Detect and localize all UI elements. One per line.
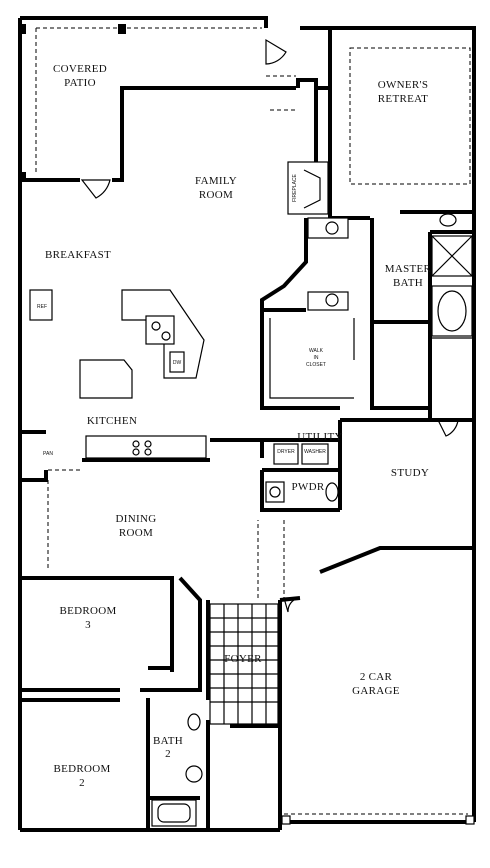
master-vanity	[307, 217, 349, 311]
washer-dryer	[273, 443, 329, 465]
bath2-tub	[151, 799, 197, 827]
refrigerator	[29, 289, 53, 321]
bath2-label-2: 2	[165, 748, 171, 760]
bedroom3-label-2: 3	[85, 619, 91, 631]
master-bath-label-2: BATH	[393, 277, 423, 289]
covered-patio-label-2: PATIO	[64, 77, 96, 89]
breakfast-table	[79, 359, 133, 399]
dryer-label: DRYER	[277, 449, 295, 455]
study-label: STUDY	[391, 467, 429, 479]
walk-in-closet-label-3: CLOSET	[306, 362, 326, 368]
pwdr-label: PWDR	[292, 481, 325, 493]
fireplace-label: FIREPLACE	[292, 173, 298, 201]
dining-room-label-2: ROOM	[119, 527, 153, 539]
bath2-fixtures	[185, 713, 203, 783]
patio-columns	[18, 24, 126, 182]
owners-retreat-label-2: RETREAT	[378, 93, 428, 105]
fireplace	[287, 161, 329, 215]
master-tub	[431, 285, 473, 337]
bedroom2-label-2: 2	[79, 777, 85, 789]
refrigerator-label: REF	[37, 304, 47, 310]
master-bath-label-1: MASTER	[385, 263, 432, 275]
interior-walls	[20, 28, 474, 830]
owners-retreat-label-1: OWNER'S	[378, 79, 429, 91]
garage-label-2: GARAGE	[352, 685, 400, 697]
kitchen-island	[121, 289, 205, 379]
kitchen-label: KITCHEN	[87, 415, 137, 427]
door-swings	[80, 38, 459, 613]
dishwasher-label: DW	[173, 360, 182, 366]
master-toilet	[439, 213, 457, 227]
bath2-label-1: BATH	[153, 735, 183, 747]
bedroom3-label-1: BEDROOM	[59, 605, 116, 617]
washer-label: WASHER	[304, 449, 326, 455]
walk-in-closet-label-1: WALK	[309, 348, 324, 354]
covered-patio-label-1: COVERED	[53, 63, 107, 75]
utility-label: UTILITY	[297, 431, 342, 443]
bedroom2-label-1: BEDROOM	[53, 763, 110, 775]
master-bath-bay	[430, 230, 474, 339]
walk-in-closet-label-2: IN	[314, 355, 319, 361]
foyer-label: FOYER	[224, 653, 262, 665]
master-shower	[431, 235, 473, 277]
family-room-label-1: FAMILY	[195, 175, 237, 187]
garage-label-1: 2 CAR	[360, 671, 393, 683]
family-room-label-2: ROOM	[199, 189, 233, 201]
foyer-tile	[209, 603, 279, 725]
pantry-label: PAN	[43, 451, 53, 457]
breakfast-label: BREAKFAST	[45, 249, 111, 261]
kitchen-counter	[85, 435, 207, 459]
dining-room-label-1: DINING	[116, 513, 157, 525]
exterior-walls	[18, 16, 476, 832]
powder-fixtures	[265, 481, 339, 503]
